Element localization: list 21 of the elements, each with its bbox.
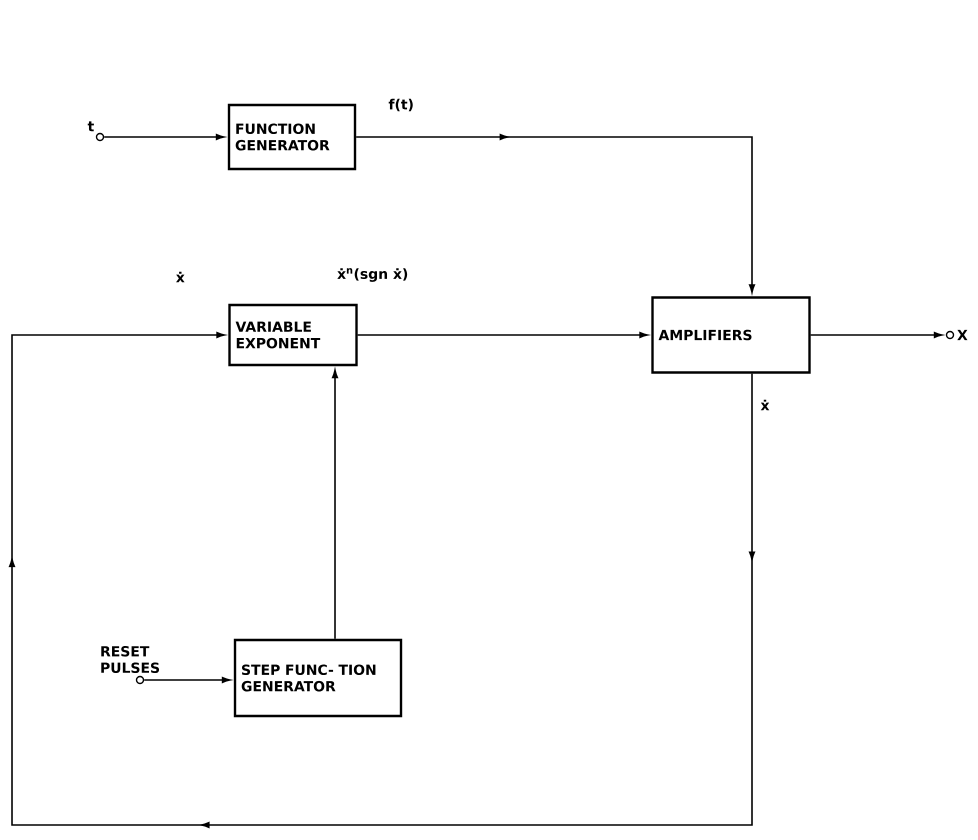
arrow bbox=[356, 134, 756, 293]
arrow bbox=[144, 676, 230, 684]
terminal: t bbox=[88, 121, 104, 142]
edge-label: ẋ bbox=[176, 272, 185, 282]
arrow bbox=[8, 332, 756, 828]
block-box: FUNCTION GENERATOR bbox=[228, 104, 356, 170]
arrow bbox=[332, 370, 338, 639]
arrow bbox=[810, 332, 942, 338]
signal-label: ẋ bbox=[760, 400, 770, 410]
edge-label: ẋ$^{n}$(sgn ẋ) bbox=[337, 268, 408, 282]
block-box: VARIABLE EXPONENT bbox=[228, 304, 358, 366]
arrow bbox=[104, 134, 224, 140]
block-box: STEP FUNC- TION GENERATOR bbox=[234, 638, 402, 718]
terminal: RESET PULSES bbox=[101, 646, 160, 684]
terminal: X bbox=[946, 330, 968, 340]
edge-label: f(t) bbox=[388, 98, 413, 112]
arrow bbox=[358, 332, 648, 338]
node-label: t bbox=[88, 121, 94, 132]
node-label: X bbox=[957, 330, 968, 340]
block-box: AMPLIFIERS bbox=[651, 296, 811, 374]
node-label: RESET PULSES bbox=[101, 646, 160, 674]
